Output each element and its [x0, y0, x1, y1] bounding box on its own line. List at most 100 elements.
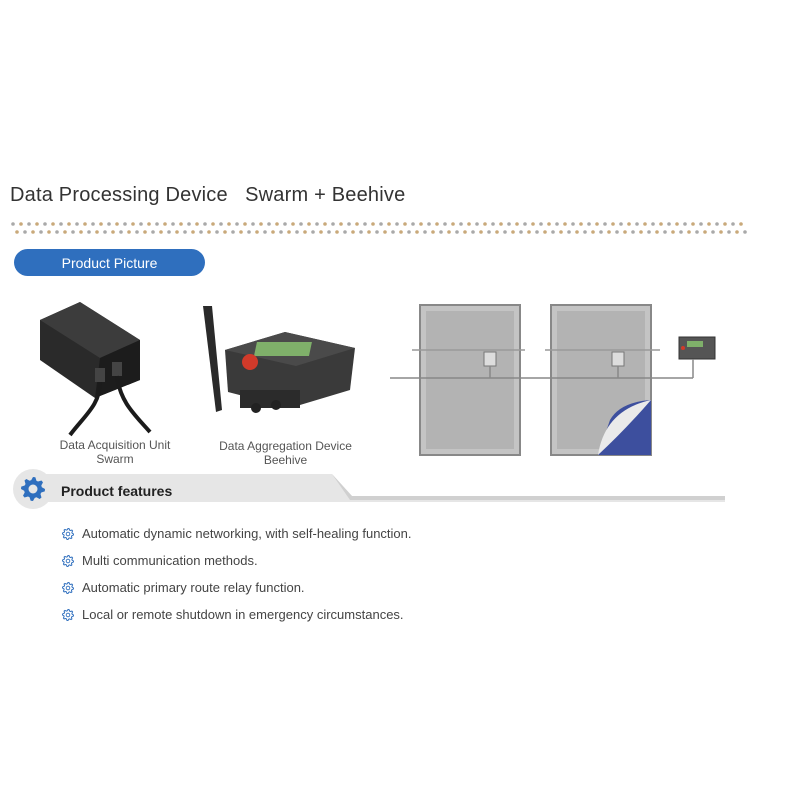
divider-dot [99, 222, 103, 226]
divider-dot [243, 222, 247, 226]
divider-dot [207, 230, 211, 234]
divider-dot [303, 230, 307, 234]
divider-dot [111, 230, 115, 234]
features-header-bar [14, 474, 725, 502]
divider-dot [435, 222, 439, 226]
divider-dot [247, 230, 251, 234]
divider-dot [491, 222, 495, 226]
feature-text: Multi communication methods. [82, 553, 258, 568]
divider-dot [727, 230, 731, 234]
divider-dot [311, 230, 315, 234]
divider-dot [151, 230, 155, 234]
divider-dot [383, 230, 387, 234]
divider-dot [359, 230, 363, 234]
swarm-caption-line1: Data Acquisition Unit [59, 438, 171, 452]
divider-dot [15, 230, 19, 234]
divider-dot [163, 222, 167, 226]
divider-dot [95, 230, 99, 234]
divider-dot [635, 222, 639, 226]
divider-dot [551, 230, 555, 234]
divider-dot [355, 222, 359, 226]
divider-dot [107, 222, 111, 226]
divider-dot [599, 230, 603, 234]
divider-dot [259, 222, 263, 226]
divider-dot [555, 222, 559, 226]
gear-icon [62, 554, 74, 567]
divider-dot [103, 230, 107, 234]
divider-dot [723, 222, 727, 226]
divider-dot [519, 230, 523, 234]
divider-dot [367, 230, 371, 234]
divider-dot [587, 222, 591, 226]
divider-dot [643, 222, 647, 226]
divider-dot [695, 230, 699, 234]
swarm-caption-line2: Swarm [96, 452, 134, 466]
divider-dot [415, 230, 419, 234]
divider-dot [499, 222, 503, 226]
divider-dot [71, 230, 75, 234]
list-item: Multi communication methods. [62, 547, 412, 574]
beehive-caption: Data Aggregation Device Beehive [208, 439, 363, 467]
product-illustrations [40, 302, 716, 456]
divider-dot [183, 230, 187, 234]
divider-dot [631, 230, 635, 234]
divider-dot [143, 230, 147, 234]
divider-dot [571, 222, 575, 226]
divider-dot [19, 222, 23, 226]
divider-dot [331, 222, 335, 226]
divider-dot [487, 230, 491, 234]
swarm-caption: Data Acquisition Unit Swarm [40, 438, 190, 466]
divider-dot [179, 222, 183, 226]
divider-dot [115, 222, 119, 226]
divider-dot [663, 230, 667, 234]
divider-dot [59, 222, 63, 226]
divider-dot [339, 222, 343, 226]
feature-text: Local or remote shutdown in emergency ci… [82, 607, 404, 622]
divider-dot [239, 230, 243, 234]
divider-dot [119, 230, 123, 234]
divider-dot [387, 222, 391, 226]
divider-dot [743, 230, 747, 234]
divider-dot [171, 222, 175, 226]
divider-dot [543, 230, 547, 234]
divider-dot [195, 222, 199, 226]
divider-dot [439, 230, 443, 234]
divider-dot [703, 230, 707, 234]
divider-dot [203, 222, 207, 226]
swarm-device-image [40, 302, 152, 437]
divider-dot [43, 222, 47, 226]
divider-dot [11, 222, 15, 226]
beehive-caption-line2: Beehive [263, 453, 308, 467]
divider-dot [287, 230, 291, 234]
divider-dot [583, 230, 587, 234]
divider-dot [263, 230, 267, 234]
divider-dot [419, 222, 423, 226]
divider-dot [235, 222, 239, 226]
divider-dot [471, 230, 475, 234]
divider-dot [219, 222, 223, 226]
beehive-caption-line1: Data Aggregation Device [219, 439, 352, 453]
divider-dot [271, 230, 275, 234]
gear-icon [13, 469, 53, 509]
divider-dot [131, 222, 135, 226]
divider-dot [255, 230, 259, 234]
divider-dot [431, 230, 435, 234]
divider-dot [607, 230, 611, 234]
list-item: Automatic primary route relay function. [62, 574, 412, 601]
divider-dot [391, 230, 395, 234]
divider-dot [511, 230, 515, 234]
divider-dot [503, 230, 507, 234]
divider-dot [251, 222, 255, 226]
divider-dot [527, 230, 531, 234]
divider-dot [375, 230, 379, 234]
divider-dot [659, 222, 663, 226]
divider-dot [23, 230, 27, 234]
divider-dot [215, 230, 219, 234]
divider-dot [323, 222, 327, 226]
divider-dot [639, 230, 643, 234]
divider-dot [735, 230, 739, 234]
divider-dot [175, 230, 179, 234]
divider-dot [351, 230, 355, 234]
divider-dot [619, 222, 623, 226]
divider-dot [275, 222, 279, 226]
